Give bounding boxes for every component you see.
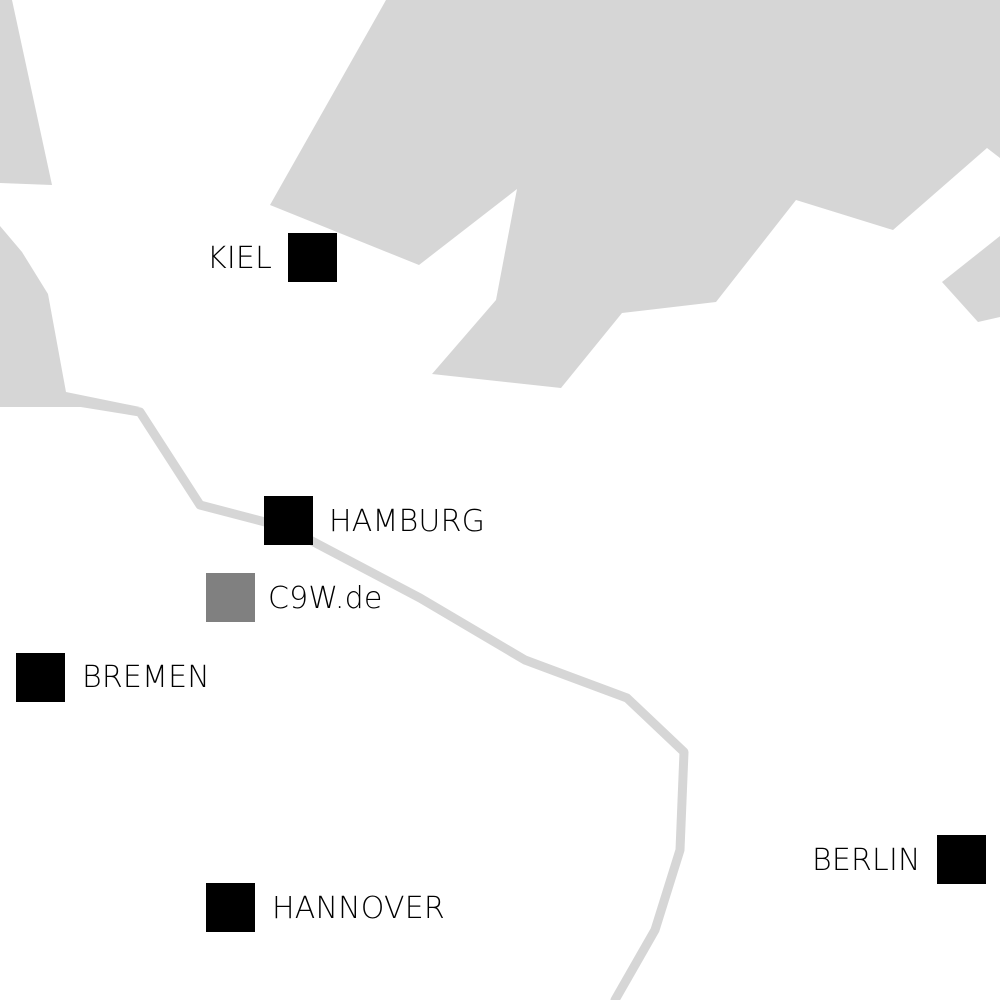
berlin-marker[interactable]	[937, 835, 986, 884]
kiel-label: KIEL	[207, 241, 272, 276]
north-sea-lower	[0, 226, 140, 407]
berlin-label: BERLIN	[812, 843, 921, 878]
c9w-marker[interactable]	[206, 573, 255, 622]
baltic-sea	[270, 0, 1000, 388]
bremen-label: BREMEN	[82, 660, 210, 695]
elbe-river	[61, 395, 689, 1000]
north-sea-upper	[0, 0, 52, 185]
baltic-sea-inlet	[942, 236, 1000, 322]
hamburg-marker[interactable]	[264, 496, 313, 545]
kiel-marker[interactable]	[288, 233, 337, 282]
hannover-label: HANNOVER	[272, 891, 445, 926]
bremen-marker[interactable]	[16, 653, 65, 702]
hamburg-label: HAMBURG	[329, 504, 486, 539]
c9w-label: C9W.de	[268, 581, 383, 616]
hannover-marker[interactable]	[206, 883, 255, 932]
